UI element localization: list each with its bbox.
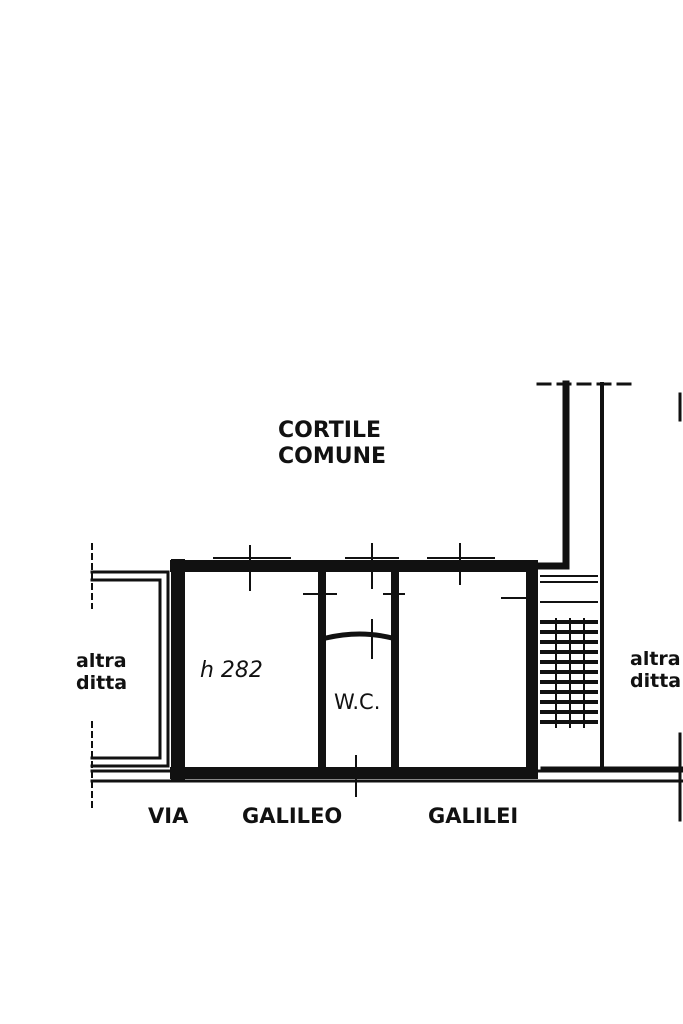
left-neighbour-outline (90, 570, 170, 768)
courtyard-label-line1: CORTILE (278, 418, 382, 443)
left-neighbour-label: altra ditta (76, 650, 127, 694)
courtyard-label: CORTILE COMUNE (278, 418, 386, 470)
left-neighbour-label-line2: ditta (76, 672, 128, 694)
right-neighbour-label-line2: ditta (630, 670, 682, 692)
courtyard-label-line2: COMUNE (278, 444, 387, 469)
street-label-via: VIA (148, 804, 189, 828)
street-label-name-1: GALILEO (242, 804, 343, 828)
right-neighbour-label-line1: altra (630, 648, 681, 670)
street-label-name-2: GALILEI (428, 804, 519, 828)
wc-wall (322, 631, 396, 642)
left-neighbour-label-line1: altra (76, 650, 127, 672)
right-neighbour-label: altra ditta (630, 648, 681, 692)
wc-label: W.C. (334, 690, 381, 714)
room-height-label: h 282 (200, 658, 263, 683)
